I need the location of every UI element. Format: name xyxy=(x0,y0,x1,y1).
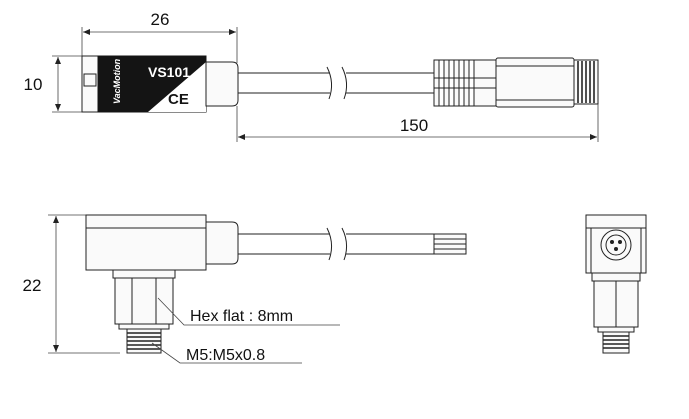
dimension-length: 26 xyxy=(81,10,238,63)
front-collar xyxy=(205,221,239,265)
callout-thread-text: M5:M5x0.8 xyxy=(186,347,265,364)
dimension-cable-length: 150 xyxy=(236,104,599,142)
hex-nut xyxy=(112,269,176,330)
connector-socket xyxy=(600,229,632,261)
side-thread xyxy=(602,331,630,354)
side-view xyxy=(585,214,647,354)
dimension-cable-value: 150 xyxy=(400,116,428,135)
dimension-length-value: 26 xyxy=(151,10,170,29)
product-label: VS101 CE VacMotion xyxy=(97,55,207,113)
dimension-total-height: 22 xyxy=(23,214,120,354)
m5-thread xyxy=(126,328,162,354)
m8-connector xyxy=(433,57,599,108)
front-housing xyxy=(85,214,207,271)
cable-collar xyxy=(205,61,239,107)
callout-hex: Hex flat : 8mm xyxy=(157,297,340,326)
label-ce: CE xyxy=(168,91,189,108)
callout-thread: M5:M5x0.8 xyxy=(151,342,302,364)
housing-tab xyxy=(83,73,97,87)
front-view: 22 xyxy=(23,214,467,364)
front-cable xyxy=(238,227,467,261)
dimension-height-value: 10 xyxy=(24,75,43,94)
cable xyxy=(238,66,434,100)
side-hex-nut xyxy=(591,272,641,333)
dimension-total-value: 22 xyxy=(23,276,42,295)
label-brand: VacMotion xyxy=(112,58,122,104)
callout-hex-text: Hex flat : 8mm xyxy=(190,308,293,325)
label-model: VS101 xyxy=(148,64,190,80)
top-view: 26 10 VS101 CE VacMotion xyxy=(24,10,599,142)
dimension-height: 10 xyxy=(24,55,86,113)
